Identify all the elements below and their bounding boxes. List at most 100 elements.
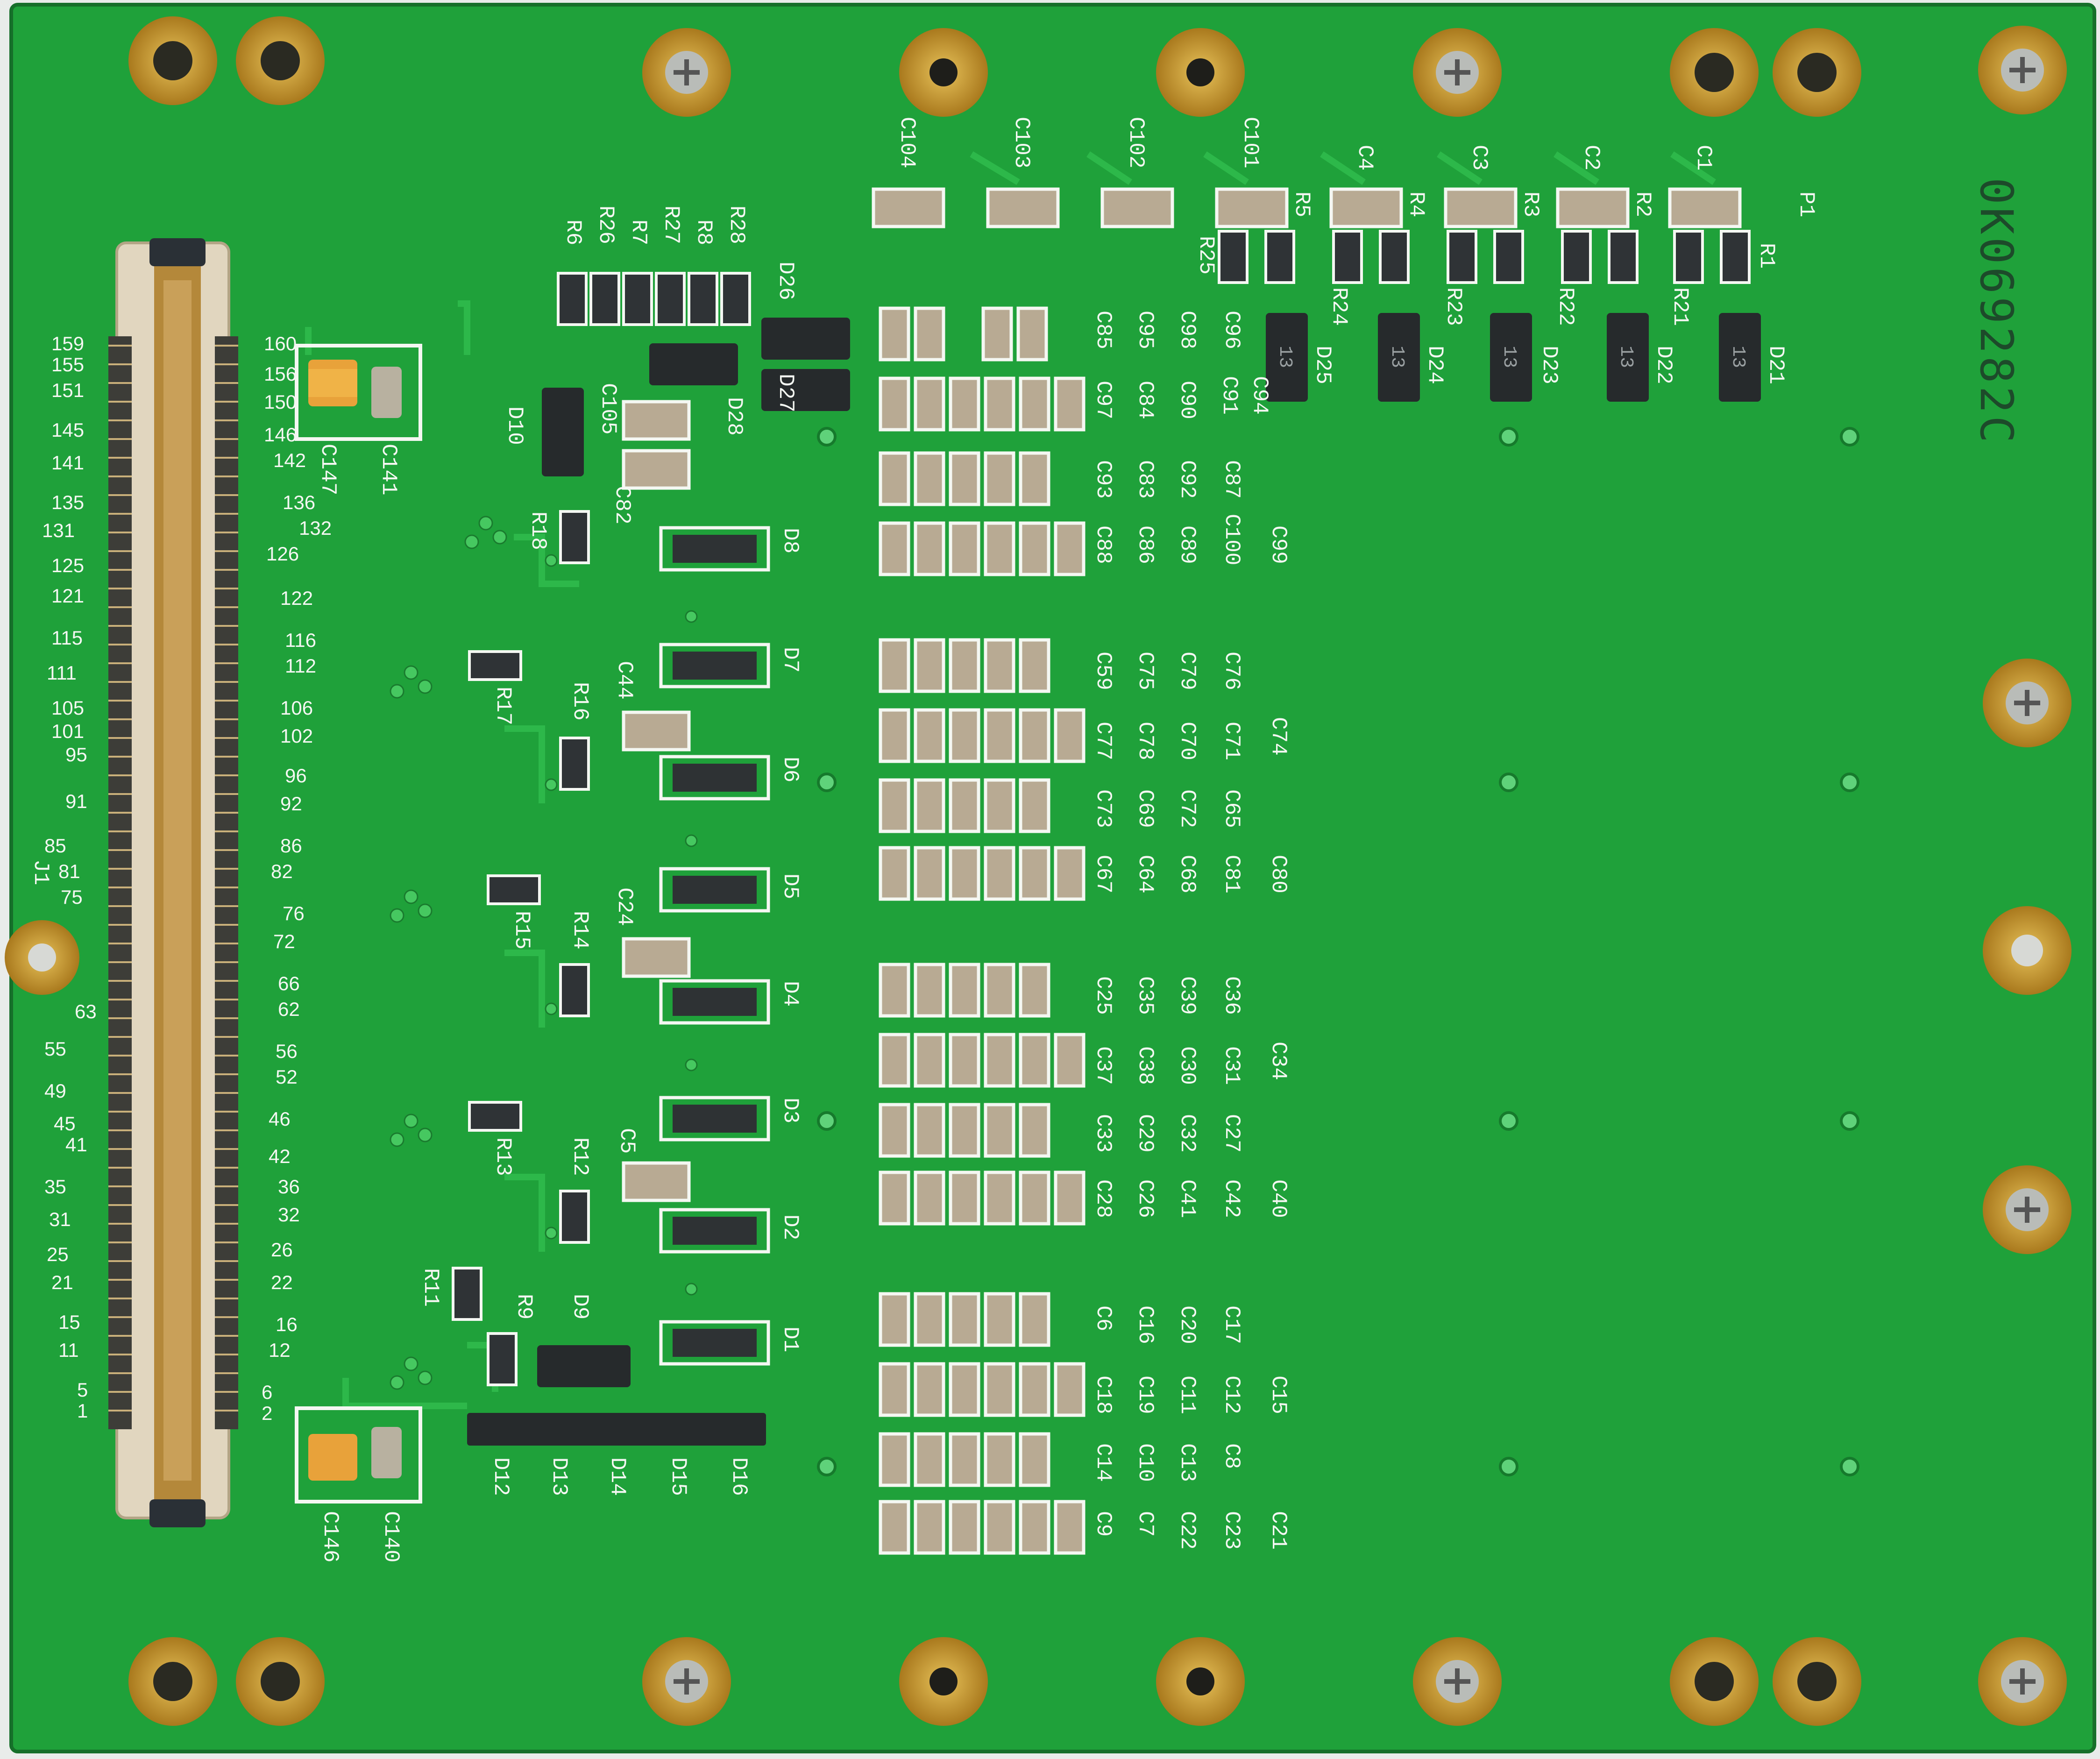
pin-label: 132 <box>299 517 332 539</box>
ref-label: D8 <box>778 528 802 554</box>
ref-label: R6 <box>561 220 585 246</box>
ref-label: D3 <box>778 1098 802 1124</box>
ref-label: C14 <box>1091 1443 1115 1482</box>
ref-label: C147 <box>316 444 340 496</box>
ref-label: D16 <box>727 1457 751 1496</box>
ref-label: C101 <box>1238 117 1263 169</box>
ref-label: C93 <box>1091 460 1115 499</box>
ref-label: C84 <box>1133 381 1157 419</box>
ref-label: C19 <box>1133 1376 1157 1414</box>
pin-label: 42 <box>269 1145 291 1167</box>
ref-label: C74 <box>1266 717 1291 756</box>
ref-label: R4 <box>1404 192 1428 218</box>
pin-label: 115 <box>51 627 83 649</box>
ref-label: D12 <box>489 1457 513 1496</box>
pin-label: 25 <box>47 1243 69 1265</box>
ref-label: C89 <box>1175 525 1199 564</box>
ref-label: C77 <box>1091 722 1115 760</box>
pin-label: 75 <box>61 886 83 908</box>
pin-label: 82 <box>271 860 293 882</box>
ref-label: C79 <box>1175 652 1199 690</box>
ref-label: D15 <box>666 1457 690 1496</box>
ref-label: D6 <box>778 757 802 783</box>
pin-label: 145 <box>51 419 85 441</box>
pin-label: 131 <box>42 519 75 541</box>
ref-label: R25 <box>1194 236 1218 275</box>
pin-label: 125 <box>51 554 85 576</box>
ref-label: C65 <box>1220 789 1244 828</box>
pin-label: 151 <box>51 379 85 401</box>
ref-label: R12 <box>568 1137 592 1176</box>
pin-label: 1 <box>77 1400 88 1422</box>
pin-label: 16 <box>276 1313 298 1335</box>
ref-label: R26 <box>594 206 618 244</box>
ref-label: C100 <box>1220 514 1244 566</box>
ref-label: C20 <box>1175 1305 1199 1344</box>
diode-marking: 13 <box>1274 346 1295 369</box>
pin-label: 11 <box>58 1339 79 1361</box>
ref-label: C29 <box>1133 1114 1157 1153</box>
ref-label: C9 <box>1091 1511 1115 1537</box>
pin-label: 112 <box>285 655 316 677</box>
pin-label: 21 <box>51 1271 73 1293</box>
ref-label: C82 <box>610 486 634 525</box>
ref-label: C103 <box>1009 117 1034 169</box>
pin-label: 52 <box>276 1066 298 1088</box>
ref-label: C85 <box>1091 311 1115 349</box>
ref-label: C2 <box>1579 145 1603 171</box>
ref-label: C34 <box>1266 1042 1291 1080</box>
ref-label: C37 <box>1091 1046 1115 1085</box>
ref-label: C99 <box>1266 525 1291 564</box>
ref-label: C25 <box>1091 976 1115 1015</box>
ref-label: C141 <box>376 444 401 496</box>
pin-label: 22 <box>271 1271 293 1293</box>
pin-label: 6 <box>262 1381 273 1403</box>
ref-label: D28 <box>722 397 746 436</box>
ref-label: D21 <box>1764 346 1788 384</box>
ref-label: C36 <box>1220 976 1244 1015</box>
ref-label: C23 <box>1220 1511 1244 1550</box>
pin-label: 2 <box>262 1402 273 1424</box>
ref-label: C102 <box>1124 117 1148 169</box>
pin-label: 92 <box>280 793 302 815</box>
pin-label: 32 <box>278 1204 300 1226</box>
ref-label: D5 <box>778 873 802 900</box>
connector-j1 <box>108 238 238 1527</box>
ref-label: C17 <box>1220 1305 1244 1344</box>
ref-label: C92 <box>1175 460 1199 499</box>
pin-label: 31 <box>49 1208 71 1230</box>
pin-label: 102 <box>280 725 313 747</box>
ref-label: C95 <box>1133 311 1157 349</box>
ref-label: C13 <box>1175 1443 1199 1482</box>
ref-label: C44 <box>612 661 637 700</box>
ref-label: C8 <box>1220 1443 1244 1469</box>
ref-label: R28 <box>724 206 749 244</box>
pin-label: 159 <box>51 333 85 355</box>
pin-label: 126 <box>266 543 299 565</box>
pin-label: 146 <box>264 424 297 446</box>
ref-label: C11 <box>1175 1376 1199 1414</box>
ref-label: D24 <box>1423 346 1447 384</box>
pin-label: 160 <box>264 333 297 355</box>
ref-label: C41 <box>1175 1179 1199 1218</box>
pin-label: 66 <box>278 972 300 994</box>
board-code: 0K069282C <box>1970 177 2022 446</box>
ref-label: D22 <box>1652 346 1676 384</box>
pin-label: 95 <box>65 744 87 766</box>
pin-label: 35 <box>44 1176 66 1198</box>
ref-label: D9 <box>568 1294 592 1320</box>
pin-label: 106 <box>280 697 313 719</box>
ref-label: R23 <box>1441 287 1466 326</box>
ref-label: C64 <box>1133 855 1157 894</box>
ref-label: C24 <box>612 887 637 926</box>
ref-label: D27 <box>773 374 798 412</box>
ref-label: C71 <box>1220 722 1244 760</box>
ref-label: C22 <box>1175 1511 1199 1550</box>
ref-label: C38 <box>1133 1046 1157 1085</box>
ref-label: C30 <box>1175 1046 1199 1085</box>
ref-label: C40 <box>1266 1179 1291 1218</box>
ref-label: C1 <box>1691 145 1716 171</box>
ref-label: C4 <box>1353 145 1377 171</box>
connector-ref: J1 <box>28 859 53 886</box>
